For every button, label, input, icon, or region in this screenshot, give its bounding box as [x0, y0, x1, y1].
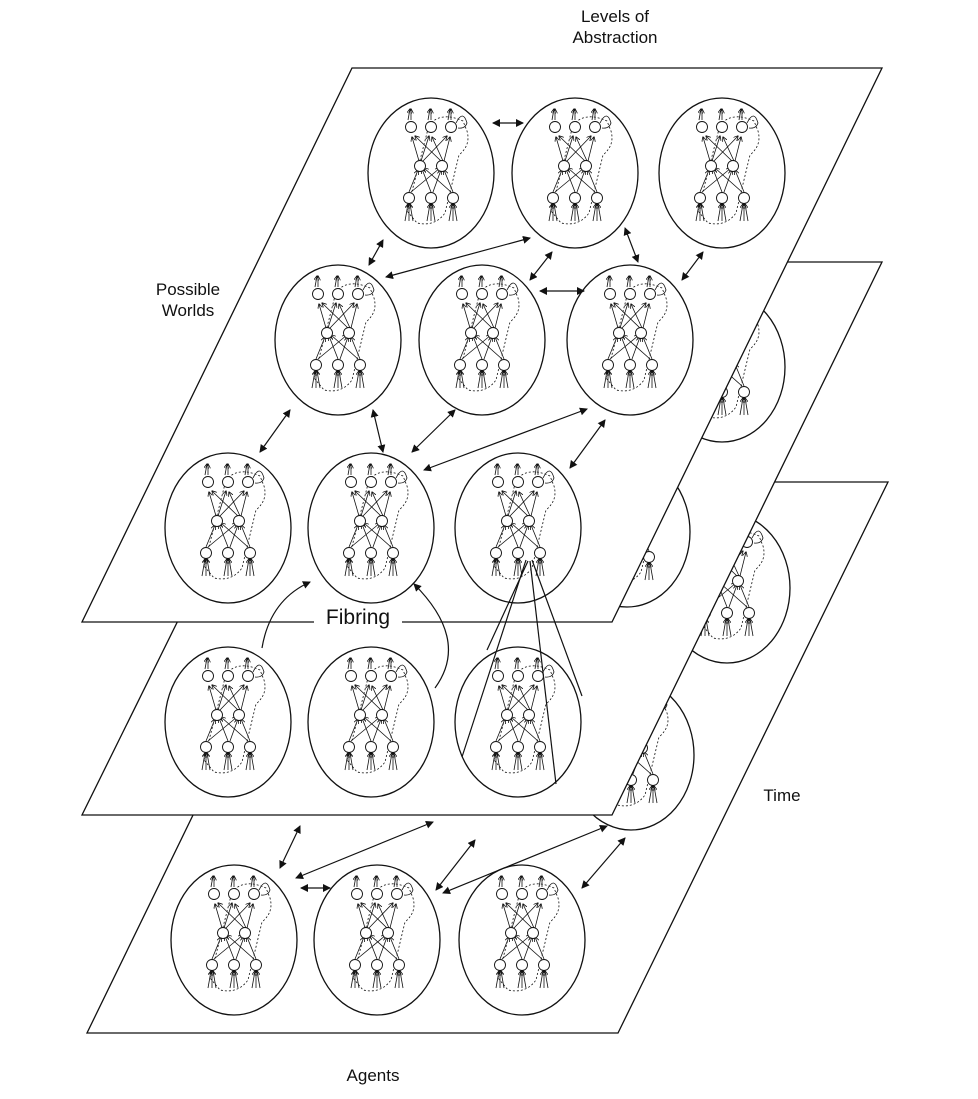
- fibring-arrow: [261, 581, 311, 649]
- network-node: [308, 453, 434, 603]
- levels-line2: Abstraction: [572, 28, 658, 47]
- network-node: [314, 865, 440, 1015]
- network-node: [459, 865, 585, 1015]
- fibring-line: [531, 559, 583, 697]
- fibring-line: [486, 560, 529, 651]
- link-arrow: [370, 409, 386, 453]
- fibring-links: [261, 559, 583, 785]
- link-arrow: [623, 227, 640, 263]
- link-arrow: [569, 419, 606, 469]
- network-node: [275, 265, 401, 415]
- network-node: [165, 647, 291, 797]
- link-arrow: [681, 251, 704, 281]
- levels-of-abstraction-label: Levels of Abstraction: [548, 6, 682, 48]
- link-arrow: [259, 409, 291, 453]
- network-node: [419, 265, 545, 415]
- network-node: [659, 98, 785, 248]
- link-arrow: [423, 407, 588, 472]
- network-node: [512, 98, 638, 248]
- network-node: [368, 98, 494, 248]
- agents-label: Agents: [346, 1066, 400, 1085]
- link-arrow: [385, 235, 531, 280]
- link-arrow: [368, 239, 384, 266]
- possible-worlds-label: Possible Worlds: [140, 279, 236, 321]
- worlds-line2: Worlds: [161, 301, 215, 320]
- time-label: Time: [763, 786, 801, 805]
- levels-line1: Levels of: [580, 7, 650, 26]
- fibring-line: [461, 559, 527, 758]
- network-node: [455, 453, 581, 603]
- link-arrow: [581, 837, 626, 889]
- fibring-label: Fibring: [314, 605, 402, 631]
- front-plane: [80, 67, 884, 623]
- worlds-line1: Possible: [155, 280, 221, 299]
- network-node: [308, 647, 434, 797]
- link-arrow: [529, 251, 553, 281]
- network-node: [171, 865, 297, 1015]
- fibring-arrow: [413, 583, 449, 689]
- network-node: [165, 453, 291, 603]
- link-arrow: [442, 824, 608, 895]
- network-node: [567, 265, 693, 415]
- link-arrow: [295, 820, 434, 880]
- fibring-line: [529, 560, 557, 785]
